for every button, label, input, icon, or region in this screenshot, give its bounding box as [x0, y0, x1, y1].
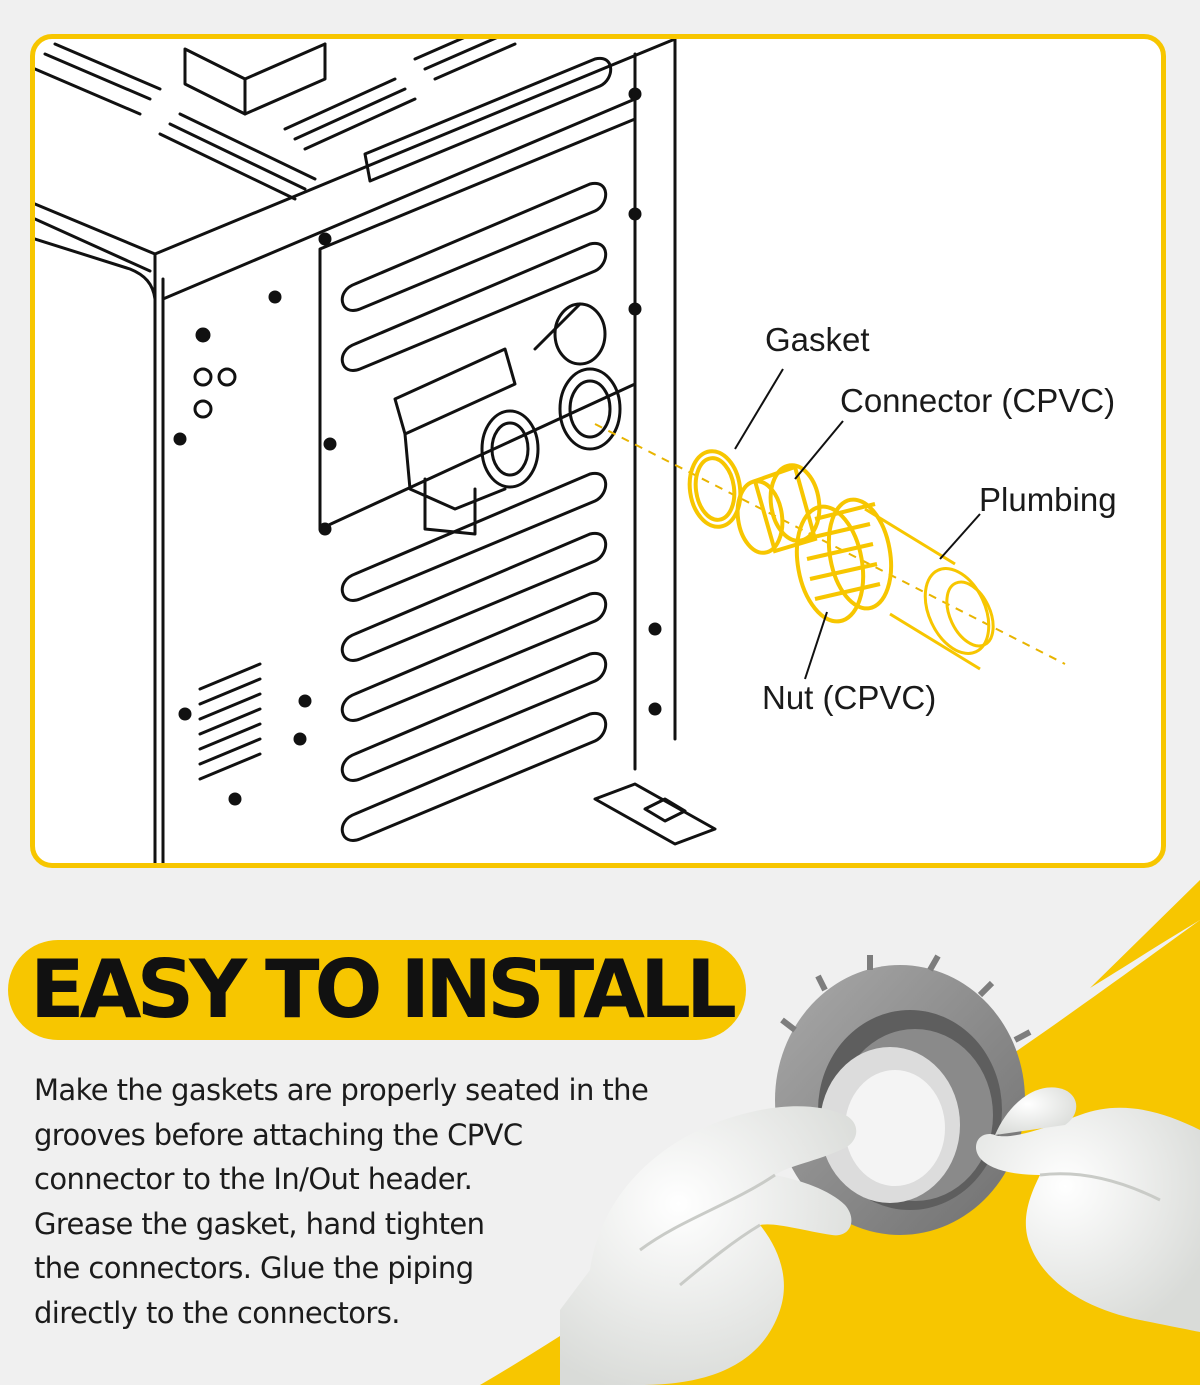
callout-plumbing: Plumbing — [979, 481, 1117, 518]
callout-connector: Connector (CPVC) — [840, 382, 1116, 419]
instruction-line: directly to the connectors. — [34, 1295, 400, 1330]
instruction-line: the connectors. Glue the piping — [34, 1251, 474, 1285]
heater-line-drawing — [35, 39, 1066, 863]
heater-diagram-panel: Gasket Connector (CPVC) Plumbing Nut (CP… — [30, 34, 1166, 868]
instruction-line: grooves before attaching the CPVC — [34, 1117, 523, 1152]
callout-gasket: Gasket — [765, 321, 870, 358]
instruction-line: connector to the In/Out header. — [34, 1162, 473, 1196]
callout-nut: Nut (CPVC) — [762, 679, 937, 716]
headline-pill — [8, 940, 746, 1040]
gloved-hands-with-union-photo — [560, 954, 1200, 1385]
headline-text: EASY TO INSTALL — [30, 943, 737, 1036]
union-nut-icon — [775, 954, 1032, 1235]
instruction-line: Make the gaskets are properly seated in … — [34, 1073, 649, 1107]
instruction-line: Grease the gasket, hand tighten — [34, 1206, 485, 1241]
right-glove-icon — [975, 1087, 1200, 1332]
background-swoosh — [480, 880, 1200, 1385]
install-instructions: Make the gaskets are properly seated in … — [34, 1068, 714, 1335]
left-glove-icon — [560, 1106, 857, 1385]
